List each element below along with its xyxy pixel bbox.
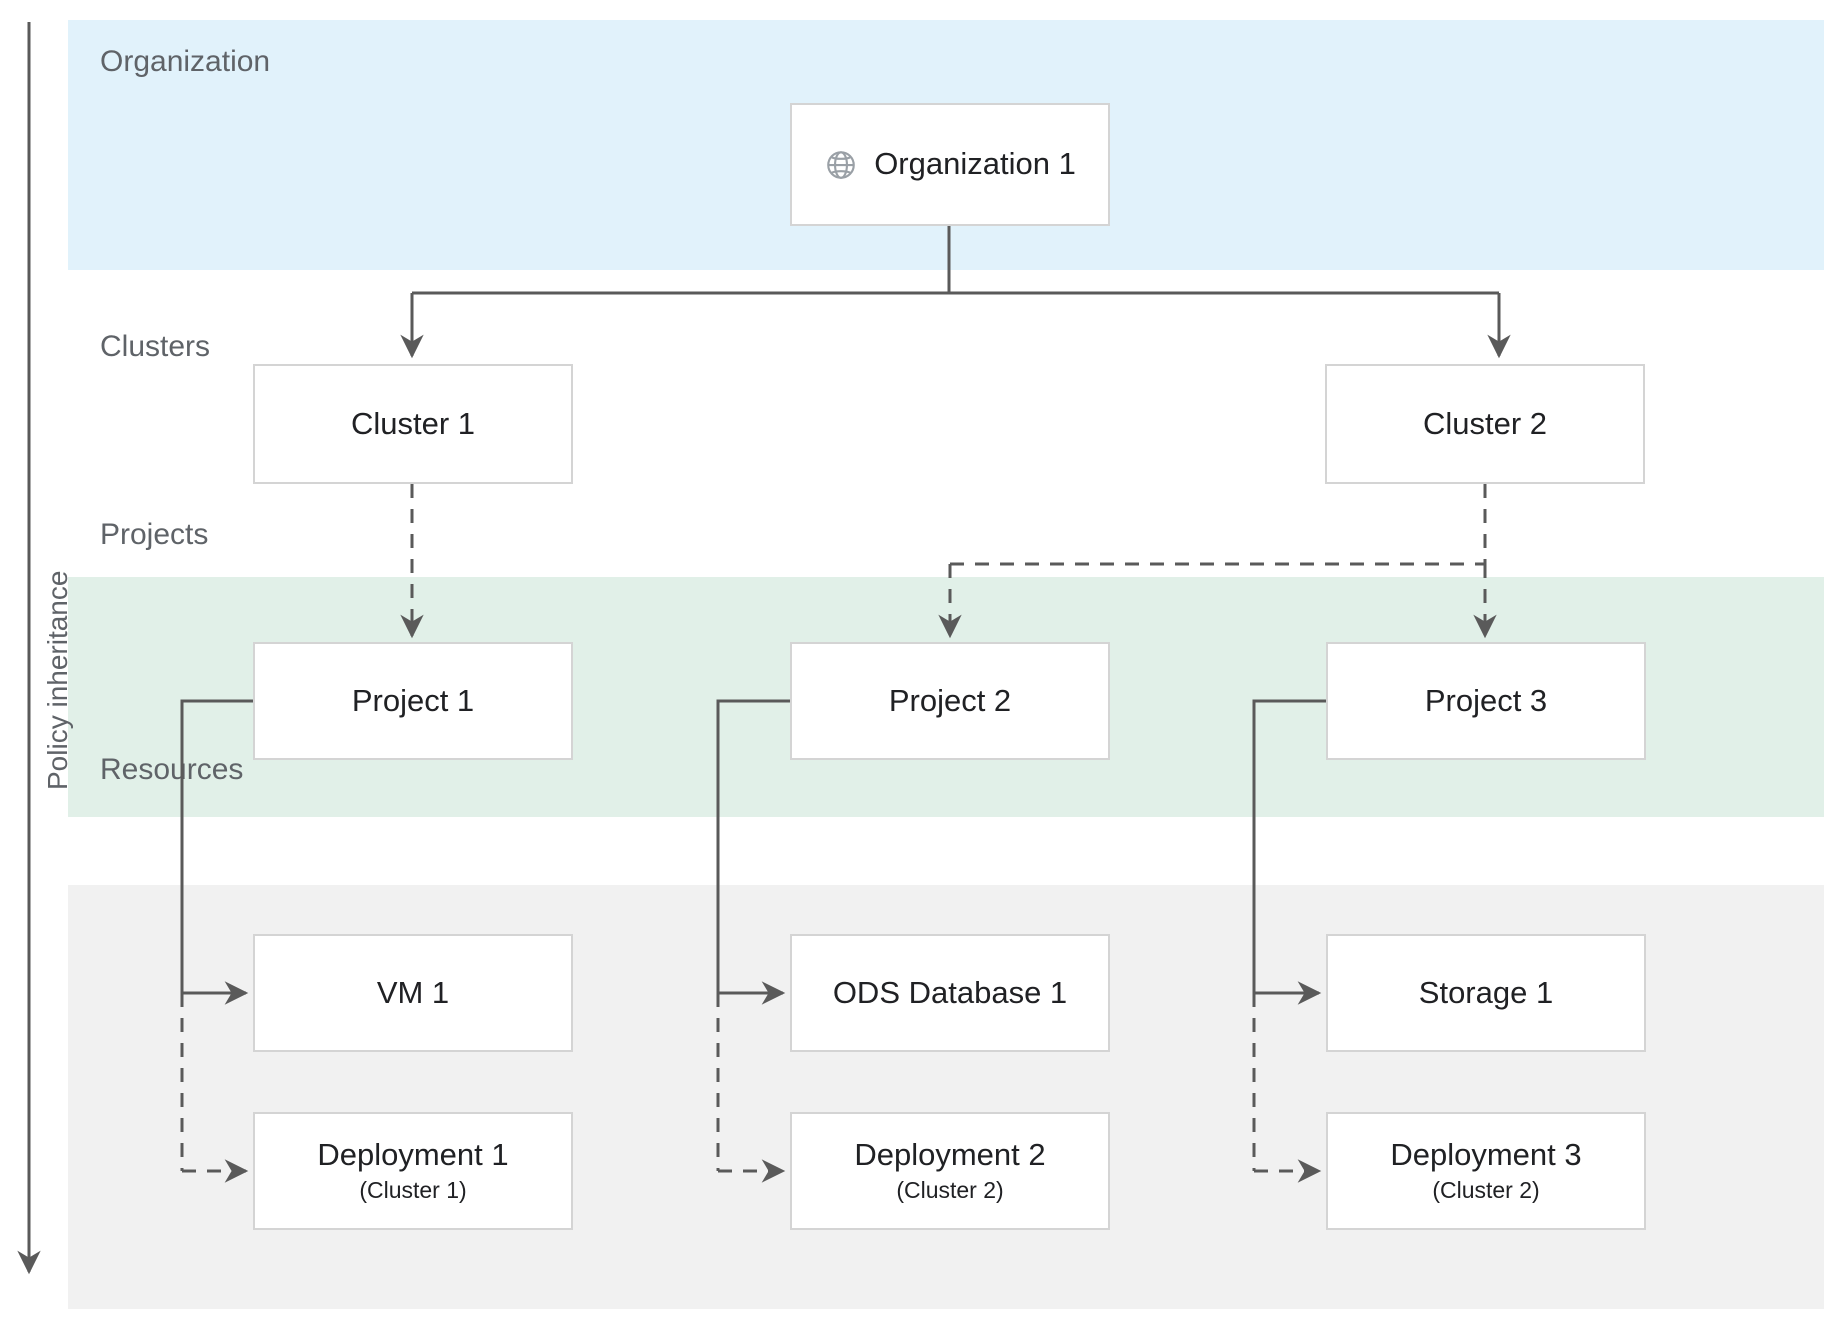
band-label-organization: Organization (100, 45, 271, 78)
node-deployment-2-sublabel: (Cluster 2) (896, 1177, 1004, 1204)
node-deployment-3[interactable]: Deployment 3 (Cluster 2) (1326, 1112, 1646, 1230)
node-cluster-1[interactable]: Cluster 1 (253, 364, 573, 484)
node-organization[interactable]: Organization 1 (790, 103, 1110, 226)
band-label-projects: Projects (100, 518, 209, 551)
node-deployment-1-label: Deployment 1 (317, 1137, 509, 1173)
node-deployment-1-sublabel: (Cluster 1) (359, 1177, 467, 1204)
band-label-resources: Resources (100, 753, 244, 786)
node-deployment-3-sublabel: (Cluster 2) (1432, 1177, 1540, 1204)
node-storage-1-label: Storage 1 (1418, 974, 1554, 1010)
node-cluster-1-label: Cluster 1 (350, 405, 476, 441)
band-label-clusters: Clusters (100, 330, 211, 363)
node-project-3-label: Project 3 (1424, 682, 1548, 718)
node-organization-label: Organization 1 (874, 146, 1076, 182)
node-vm-1-label: VM 1 (376, 974, 450, 1010)
node-vm-1[interactable]: VM 1 (253, 934, 573, 1052)
node-project-2-label: Project 2 (888, 682, 1012, 718)
node-ods-database-1[interactable]: ODS Database 1 (790, 934, 1110, 1052)
globe-icon (827, 150, 855, 179)
node-deployment-2-label: Deployment 2 (854, 1137, 1046, 1173)
node-project-2[interactable]: Project 2 (790, 642, 1110, 760)
node-ods-database-1-label: ODS Database 1 (832, 974, 1068, 1010)
node-deployment-2[interactable]: Deployment 2 (Cluster 2) (790, 1112, 1110, 1230)
node-deployment-3-label: Deployment 3 (1390, 1137, 1582, 1173)
node-cluster-2[interactable]: Cluster 2 (1325, 364, 1645, 484)
node-project-3[interactable]: Project 3 (1326, 642, 1646, 760)
node-project-1[interactable]: Project 1 (253, 642, 573, 760)
node-project-1-label: Project 1 (351, 682, 475, 718)
policy-inheritance-label: Policy inheritance (42, 570, 73, 790)
node-storage-1[interactable]: Storage 1 (1326, 934, 1646, 1052)
node-deployment-1[interactable]: Deployment 1 (Cluster 1) (253, 1112, 573, 1230)
node-cluster-2-label: Cluster 2 (1422, 405, 1548, 441)
